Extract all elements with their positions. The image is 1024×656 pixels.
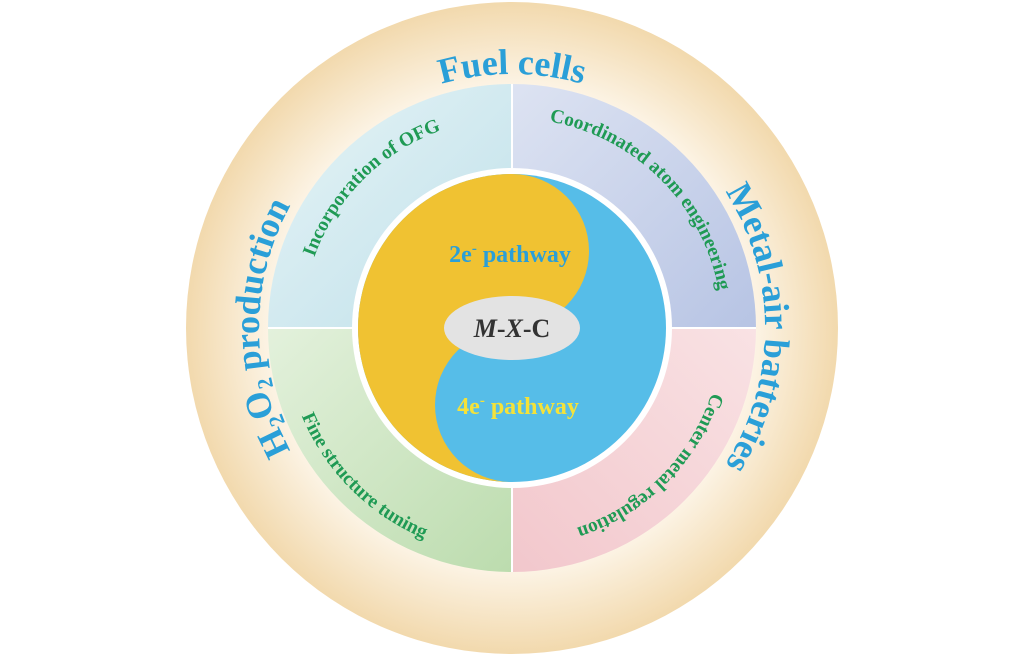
pathway-label-2e: 2e- pathway xyxy=(449,241,571,268)
center-ellipse xyxy=(444,296,580,360)
pathway-label-4e: 4e- pathway xyxy=(457,393,579,420)
center-label-mxc: M-X-C xyxy=(473,314,551,343)
